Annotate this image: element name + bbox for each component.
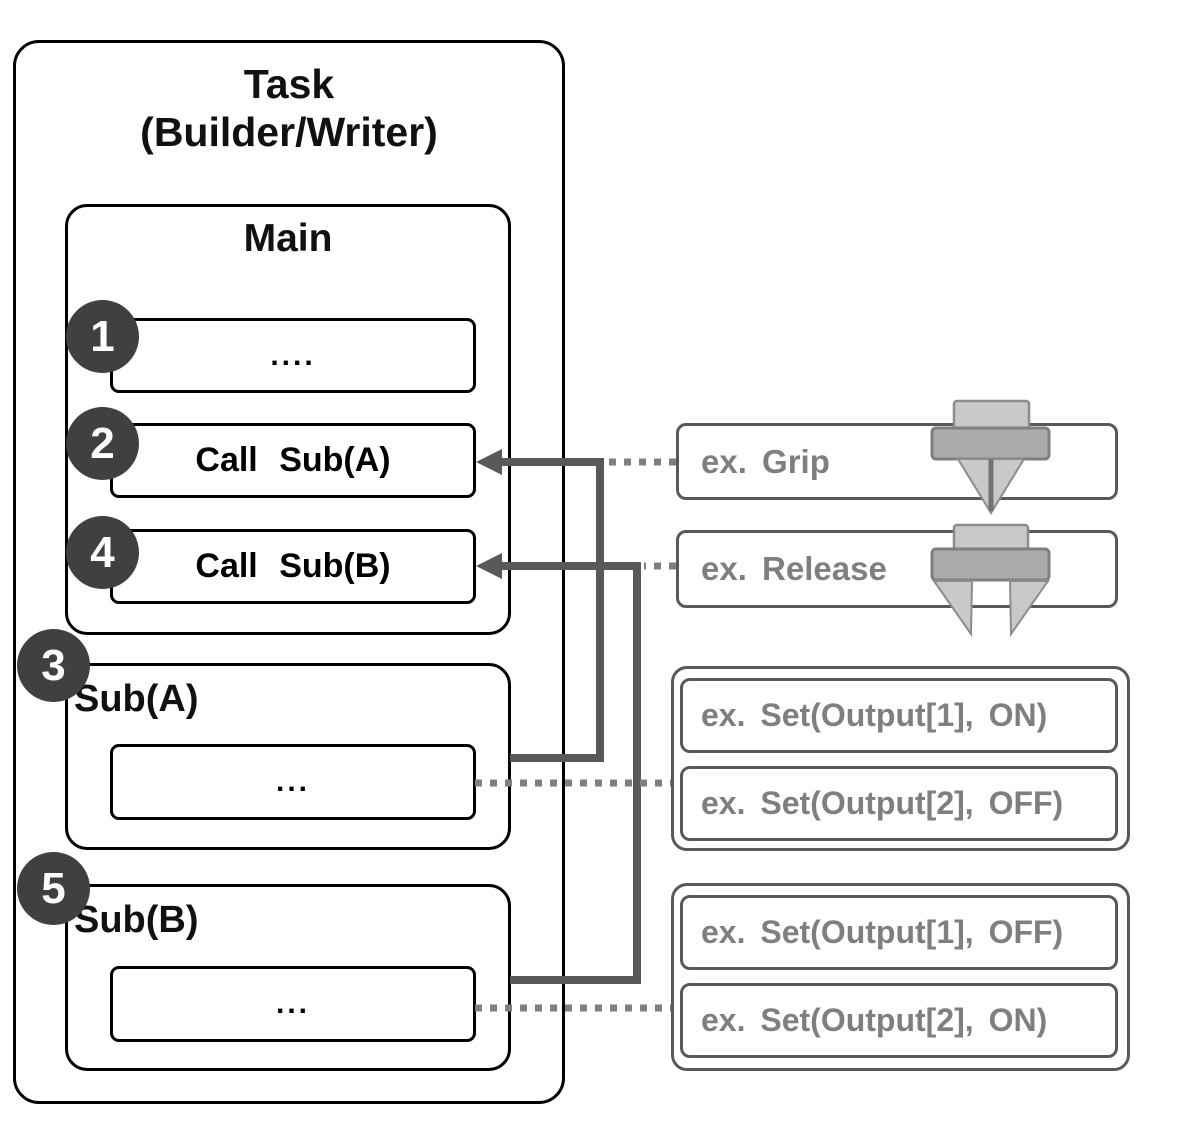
- main-title: Main: [243, 217, 333, 260]
- main-step-2-label: Call Sub(A): [195, 441, 391, 479]
- example-set-a1-box: ex. Set(Output[1], ON): [680, 678, 1118, 753]
- sub-a-body-box: ...: [110, 744, 476, 820]
- main-step-2-box: Call Sub(A): [110, 423, 476, 498]
- example-set-b2-label: ex. Set(Output[2], ON): [701, 1002, 1048, 1038]
- example-set-b1-box: ex. Set(Output[1], OFF): [680, 895, 1118, 970]
- step-number-badge-1: 1: [66, 300, 139, 373]
- task-title-line2: (Builder/Writer): [140, 109, 438, 156]
- step-number-badge-4: 4: [66, 516, 139, 589]
- example-release-label: ex. Release: [701, 550, 887, 587]
- main-step-3-box: Call Sub(B): [110, 529, 476, 604]
- step-number-badge-2: 2: [66, 407, 139, 480]
- example-set-a2-label: ex. Set(Output[2], OFF): [701, 785, 1064, 821]
- step-number-badge-5: 5: [17, 852, 90, 925]
- step-number-badge-3: 3: [17, 629, 90, 702]
- main-step-1-box: ....: [110, 318, 476, 393]
- gripper-closed-icon: [930, 399, 1051, 515]
- example-grip-label: ex. Grip: [701, 442, 830, 480]
- main-step-3-label: Call Sub(B): [195, 547, 391, 585]
- example-set-b2-box: ex. Set(Output[2], ON): [680, 983, 1118, 1058]
- example-set-b1-label: ex. Set(Output[1], OFF): [701, 914, 1064, 950]
- sub-a-body-label: ...: [275, 765, 310, 798]
- sub-b-body-label: ...: [275, 987, 310, 1020]
- sub-b-title: Sub(B): [74, 899, 199, 941]
- task-title-line1: Task: [243, 61, 335, 107]
- main-step-1-label: ....: [270, 338, 316, 372]
- example-set-a2-box: ex. Set(Output[2], OFF): [680, 766, 1118, 841]
- sub-b-body-box: ...: [110, 966, 476, 1042]
- example-set-a1-label: ex. Set(Output[1], ON): [701, 697, 1048, 733]
- sub-a-title: Sub(A): [74, 678, 199, 720]
- gripper-open-icon: [930, 523, 1051, 637]
- task-title: Task (Builder/Writer): [13, 60, 565, 157]
